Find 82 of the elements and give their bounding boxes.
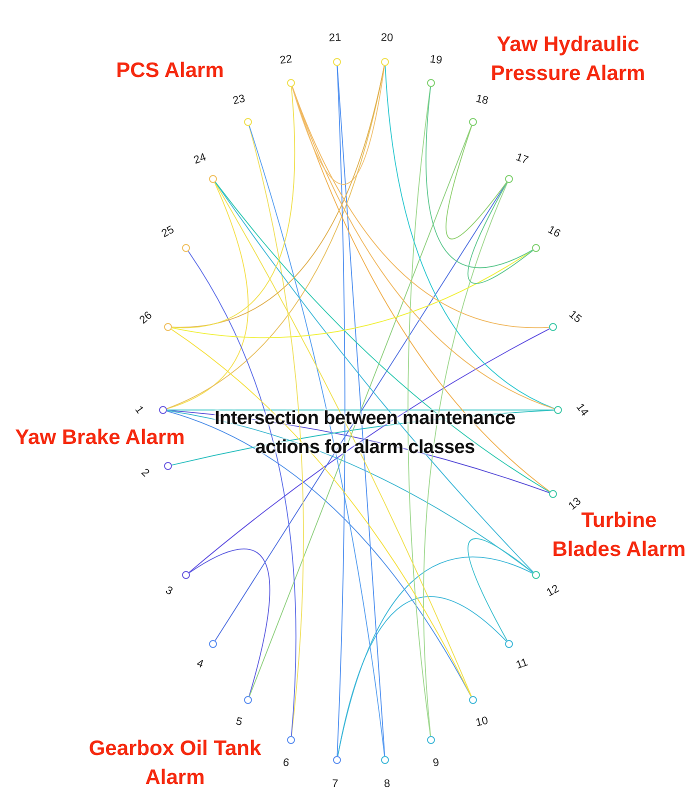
node-circle (549, 490, 557, 498)
node-circle (164, 323, 172, 331)
chord-line (336, 66, 346, 756)
chord-line (172, 65, 385, 328)
node-circle (287, 79, 295, 87)
node-number: 25 (160, 224, 177, 240)
node-number: 2 (138, 466, 152, 480)
node-circle (182, 244, 190, 252)
chord-line (384, 66, 555, 410)
node-circle (159, 406, 167, 414)
node-number: 23 (232, 92, 247, 107)
chord-line (426, 86, 533, 268)
node-number: 3 (163, 584, 174, 598)
node-number: 6 (282, 757, 290, 770)
chord-line (188, 250, 296, 736)
node-circle (532, 244, 540, 252)
chord-line (446, 125, 508, 240)
node-number: 16 (545, 224, 562, 240)
node-circle (532, 571, 540, 579)
chord-line (408, 86, 431, 736)
alarm-class-label: Yaw Brake Alarm (14, 425, 186, 451)
node-number: 8 (383, 778, 390, 790)
chord-line (248, 125, 385, 756)
node-circle (554, 406, 562, 414)
node-number: 18 (474, 92, 489, 107)
node-number: 15 (566, 308, 584, 326)
chord-line (170, 328, 472, 697)
chord-line (172, 86, 296, 328)
chord-line (214, 182, 472, 697)
node-circle (505, 640, 513, 648)
node-number: 26 (137, 308, 154, 326)
node-number: 4 (195, 658, 206, 671)
node-circle (182, 571, 190, 579)
alarm-class-label: PCS Alarm (115, 58, 225, 84)
node-number: 19 (429, 52, 443, 66)
node-circle (333, 58, 341, 66)
node-circle (244, 696, 252, 704)
node-circle (469, 118, 477, 126)
chord-line (249, 125, 472, 697)
chord-line (166, 410, 534, 574)
node-number: 12 (545, 583, 562, 600)
chord-line (214, 182, 534, 573)
chord-line (188, 548, 270, 697)
alarm-class-label: Gearbox Oil Tank Alarm (88, 736, 262, 791)
chord-line (166, 410, 472, 697)
node-number: 11 (514, 656, 530, 672)
node-number: 9 (432, 757, 440, 770)
node-circle (209, 175, 217, 183)
chord-line (214, 182, 550, 492)
node-circle (427, 736, 435, 744)
node-circle (427, 79, 435, 87)
node-circle (505, 175, 513, 183)
node-number: 14 (574, 402, 590, 418)
chord-line (336, 66, 386, 756)
node-circle (333, 756, 341, 764)
chord-line (423, 182, 508, 736)
chord-line (468, 182, 534, 284)
node-number: 5 (234, 716, 244, 729)
node-number: 17 (514, 151, 530, 166)
node-number: 22 (279, 52, 293, 66)
chord-line (292, 66, 385, 185)
chord-line (337, 556, 533, 757)
node-circle (469, 696, 477, 704)
node-number: 21 (328, 32, 342, 44)
alarm-class-label: Yaw Hydraulic Pressure Alarm (490, 32, 646, 87)
chord-line (166, 182, 249, 410)
node-circle (381, 756, 389, 764)
chord-line (188, 328, 550, 573)
node-number: 20 (380, 32, 393, 44)
chord-line (292, 86, 550, 328)
node-number: 10 (474, 715, 489, 730)
chord-line (468, 538, 534, 641)
node-circle (164, 462, 172, 470)
node-circle (209, 640, 217, 648)
node-circle (549, 323, 557, 331)
chord-line (337, 596, 507, 757)
node-number: 7 (332, 778, 339, 790)
node-circle (381, 58, 389, 66)
node-circle (244, 118, 252, 126)
node-circle (287, 736, 295, 744)
node-number: 24 (192, 151, 208, 166)
node-number: 1 (132, 404, 146, 416)
